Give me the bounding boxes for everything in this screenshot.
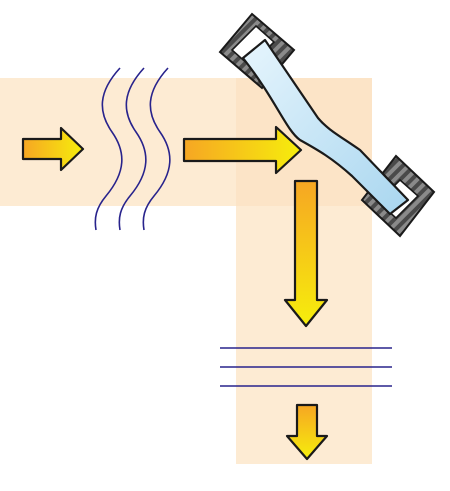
aberrated-wavefront-icon [94,67,171,231]
beam-to-mirror-arrow-icon [182,125,303,175]
incoming-arrow-icon [21,126,85,172]
deformable-mirror-icon [218,12,436,238]
wave-line-1 [94,67,123,231]
corrected-wavefront-icon [220,347,392,387]
output-beam-arrow-icon [285,403,329,461]
reflected-beam-arrow-icon [283,179,329,328]
wave-line-3 [142,67,171,231]
wave-line-2 [118,67,147,231]
mirror-glass [241,38,410,216]
